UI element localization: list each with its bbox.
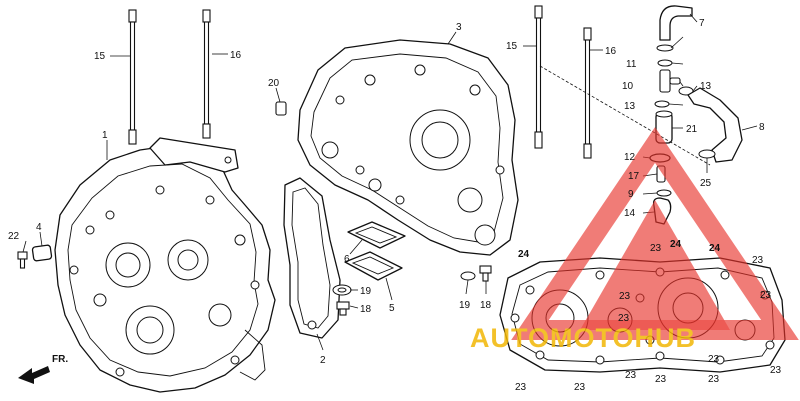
callout-5: 5 bbox=[389, 303, 395, 314]
callout-23-f: 23 bbox=[708, 354, 720, 365]
cover-plate-4 bbox=[31, 244, 53, 262]
callout-15-b: 15 bbox=[506, 41, 518, 52]
oil-seal-19-center bbox=[332, 284, 352, 296]
right-crankcase-half bbox=[297, 39, 519, 256]
left-crankcase-half bbox=[54, 144, 276, 393]
bolt-22 bbox=[17, 251, 28, 269]
callout-24-b: 24 bbox=[670, 239, 682, 250]
callout-23-i: 23 bbox=[625, 370, 637, 381]
stud-bolt-16-right bbox=[583, 27, 592, 159]
callout-23-a: 23 bbox=[650, 243, 662, 254]
callout-23-h: 23 bbox=[574, 382, 586, 393]
hose-clip-11 bbox=[656, 44, 674, 67]
left-case-top-plate bbox=[149, 137, 239, 173]
callout-1: 1 bbox=[102, 130, 108, 141]
oil-seal-19-right bbox=[460, 271, 476, 281]
oil-strainer-screen bbox=[347, 221, 406, 249]
callout-24-c: 24 bbox=[709, 243, 721, 254]
watermark-logo: AUTOMOTOHUB bbox=[470, 127, 799, 353]
callout-6: 6 bbox=[344, 254, 350, 265]
callout-15-a: 15 bbox=[94, 51, 106, 62]
callout-3: 3 bbox=[456, 22, 462, 33]
callout-21: 21 bbox=[686, 124, 698, 135]
callout-7: 7 bbox=[699, 18, 705, 29]
callout-23-k: 23 bbox=[708, 374, 720, 385]
stud-bolt-16-left bbox=[202, 9, 211, 139]
callout-18-a: 18 bbox=[360, 304, 372, 315]
callout-25: 25 bbox=[700, 178, 712, 189]
breather-hose-7 bbox=[659, 5, 693, 41]
callout-18-b: 18 bbox=[480, 300, 492, 311]
callout-4: 4 bbox=[36, 222, 42, 233]
callout-17: 17 bbox=[628, 171, 640, 182]
callout-23-j: 23 bbox=[655, 374, 667, 385]
stud-bolt-15-left bbox=[128, 9, 137, 145]
callout-16-b: 16 bbox=[605, 46, 617, 57]
callout-12: 12 bbox=[624, 152, 636, 163]
callout-10: 10 bbox=[622, 81, 634, 92]
stud-bolt-15-right bbox=[534, 5, 543, 149]
callout-23-d: 23 bbox=[618, 313, 630, 324]
dowel-pin-20 bbox=[275, 101, 287, 116]
callout-9: 9 bbox=[628, 189, 634, 200]
callout-23-g: 23 bbox=[515, 382, 527, 393]
callout-13-b: 13 bbox=[624, 101, 636, 112]
callout-19-a: 19 bbox=[360, 286, 372, 297]
crankcase-gasket bbox=[283, 177, 341, 339]
oil-strainer-cover bbox=[344, 251, 403, 281]
callout-labels: 1 2 3 4 5 6 7 8 9 10 11 12 13 13 14 15 1… bbox=[8, 18, 782, 393]
callout-23-e: 23 bbox=[760, 290, 772, 301]
callout-20: 20 bbox=[268, 78, 280, 89]
front-direction-arrow: FR. bbox=[18, 354, 68, 384]
callout-13-a: 13 bbox=[700, 81, 712, 92]
bolt-18-center bbox=[336, 301, 350, 316]
callout-8: 8 bbox=[759, 122, 765, 133]
callout-16-a: 16 bbox=[230, 50, 242, 61]
callout-23-b: 23 bbox=[752, 255, 764, 266]
bolt-18-right bbox=[479, 265, 492, 282]
callout-23-l: 23 bbox=[770, 365, 782, 376]
callout-22: 22 bbox=[8, 231, 20, 242]
callout-19-b: 19 bbox=[459, 300, 471, 311]
callout-14: 14 bbox=[624, 208, 636, 219]
callout-11: 11 bbox=[626, 59, 637, 70]
clip-9 bbox=[656, 189, 672, 197]
callout-23-c: 23 bbox=[619, 291, 631, 302]
callout-24-a: 24 bbox=[518, 249, 530, 260]
joint-10 bbox=[659, 69, 681, 93]
clip-25 bbox=[698, 149, 716, 159]
front-arrow-label: FR. bbox=[52, 354, 68, 365]
breather-hose-8 bbox=[687, 87, 743, 163]
watermark-text: AUTOMOTOHUB bbox=[470, 323, 696, 353]
callout-2: 2 bbox=[320, 355, 326, 366]
